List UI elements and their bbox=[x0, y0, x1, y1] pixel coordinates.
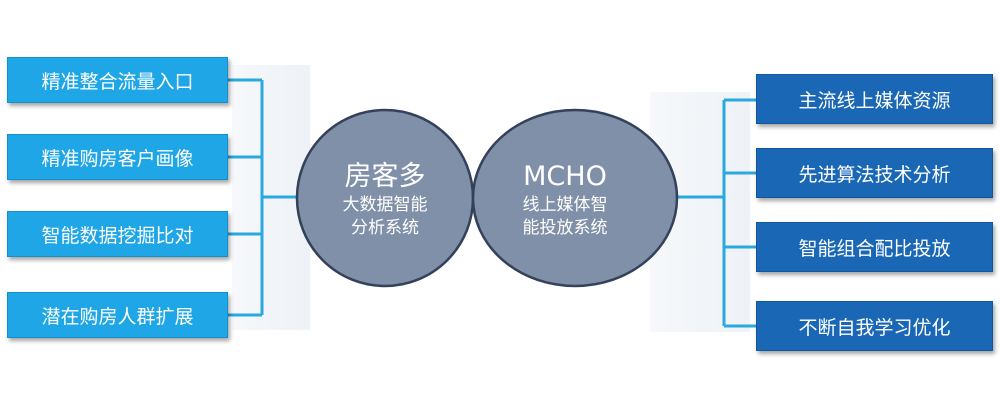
left-item-3-label: 智能数据挖掘比对 bbox=[41, 224, 194, 247]
right-item-1-label: 主流线上媒体资源 bbox=[798, 89, 951, 112]
left-circle-line1: 大数据智能 bbox=[342, 195, 428, 215]
right-item-4: 不断自我学习优化 bbox=[756, 301, 993, 351]
left-bracket bbox=[228, 78, 300, 317]
left-circle-label: 房客多 大数据智能 分析系统 bbox=[327, 160, 443, 240]
left-circle-line2: 分析系统 bbox=[351, 218, 419, 238]
left-item-1: 精准整合流量入口 bbox=[7, 57, 228, 103]
right-item-3: 智能组合配比投放 bbox=[756, 222, 993, 272]
right-circle-title: MCHO bbox=[523, 161, 607, 192]
right-circle-line1: 线上媒体智 bbox=[522, 195, 608, 215]
left-item-1-label: 精准整合流量入口 bbox=[41, 70, 194, 93]
right-bracket bbox=[675, 98, 756, 328]
right-item-4-label: 不断自我学习优化 bbox=[798, 316, 951, 339]
left-circle-title: 房客多 bbox=[344, 161, 426, 192]
left-item-2-label: 精准购房客户画像 bbox=[41, 147, 194, 170]
right-item-3-label: 智能组合配比投放 bbox=[798, 237, 951, 260]
right-item-2-label: 先进算法技术分析 bbox=[798, 163, 951, 186]
right-circle-line2: 能投放系统 bbox=[522, 218, 608, 238]
left-item-2: 精准购房客户画像 bbox=[7, 134, 228, 180]
right-item-1: 主流线上媒体资源 bbox=[756, 74, 993, 124]
right-item-2: 先进算法技术分析 bbox=[756, 148, 993, 198]
left-item-3: 智能数据挖掘比对 bbox=[7, 211, 228, 257]
right-circle-label: MCHO 线上媒体智 能投放系统 bbox=[505, 160, 625, 240]
right-circle bbox=[471, 108, 679, 288]
left-item-4-label: 潜在购房人群扩展 bbox=[41, 305, 194, 328]
left-item-4: 潜在购房人群扩展 bbox=[7, 292, 228, 338]
